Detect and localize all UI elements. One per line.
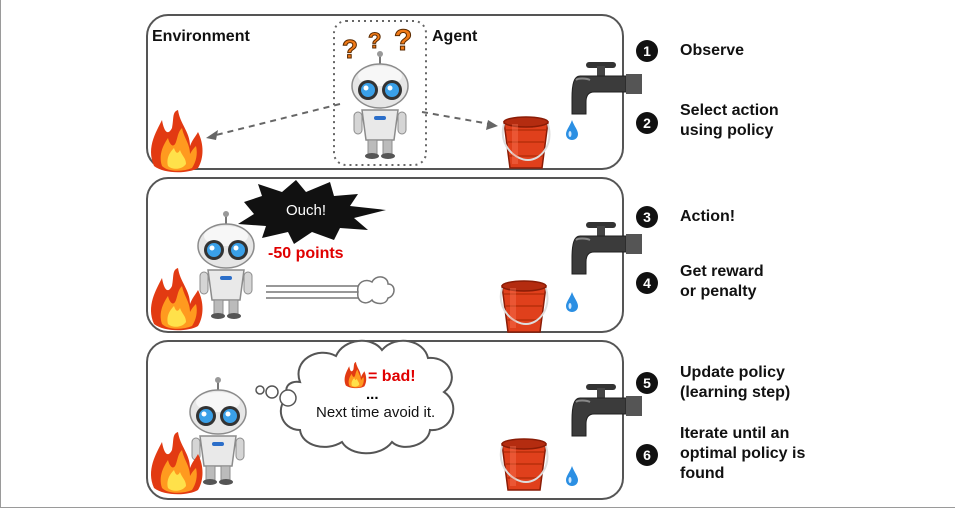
- faucet-icon: [571, 221, 643, 275]
- question-mark-icon: ? ? ?: [342, 24, 413, 65]
- ouch-text: Ouch!: [286, 202, 327, 219]
- step-2-badge: 2: [636, 112, 658, 134]
- step-6-badge: 6: [636, 444, 658, 466]
- bucket-icon: [499, 280, 549, 333]
- arrow-to-fire: [206, 103, 341, 140]
- agent-label: Agent: [432, 28, 478, 45]
- svg-text:?: ?: [368, 28, 381, 53]
- bucket-icon: [501, 116, 551, 169]
- svg-text:?: ?: [394, 24, 412, 57]
- environment-label: Environment: [152, 28, 250, 45]
- step-6-text: Iterate until an optimal policy is found: [680, 425, 806, 482]
- step-3-text: Action!: [680, 208, 736, 225]
- water-drop-icon: [566, 120, 578, 140]
- faucet-icon: [571, 61, 643, 115]
- penalty-points: -50 points: [268, 245, 344, 262]
- thought-cloud-icon: [255, 339, 455, 455]
- step-4-badge: 4: [636, 272, 658, 294]
- dust-cloud-icon: [357, 276, 395, 305]
- explosion-bubble-icon: [238, 180, 386, 244]
- svg-text:?: ?: [342, 34, 358, 64]
- bucket-icon: [499, 438, 549, 491]
- agent-dotted-box: [333, 20, 427, 166]
- step-1-badge: 1: [636, 40, 658, 62]
- step-3-badge: 3: [636, 206, 658, 228]
- step-1-text: Observe: [680, 42, 745, 59]
- step-5-text: Update policy (learning step): [680, 364, 791, 401]
- bad-label: = bad!: [368, 368, 416, 385]
- step-5-badge: 5: [636, 372, 658, 394]
- ellipsis: ...: [366, 386, 379, 403]
- faucet-icon: [571, 383, 643, 437]
- step-4-text: Get reward or penalty: [680, 263, 764, 300]
- robot-icon: [351, 50, 409, 160]
- water-drop-icon: [566, 466, 578, 486]
- avoid-text: Next time avoid it.: [316, 404, 436, 421]
- fire-icon: [151, 268, 203, 331]
- robot-icon: [197, 210, 255, 320]
- arrow-to-bucket: [421, 111, 498, 130]
- fire-icon: [151, 110, 203, 173]
- water-drop-icon: [566, 292, 578, 312]
- step-2-text: Select action using policy: [680, 102, 779, 139]
- motion-lines: [266, 285, 360, 299]
